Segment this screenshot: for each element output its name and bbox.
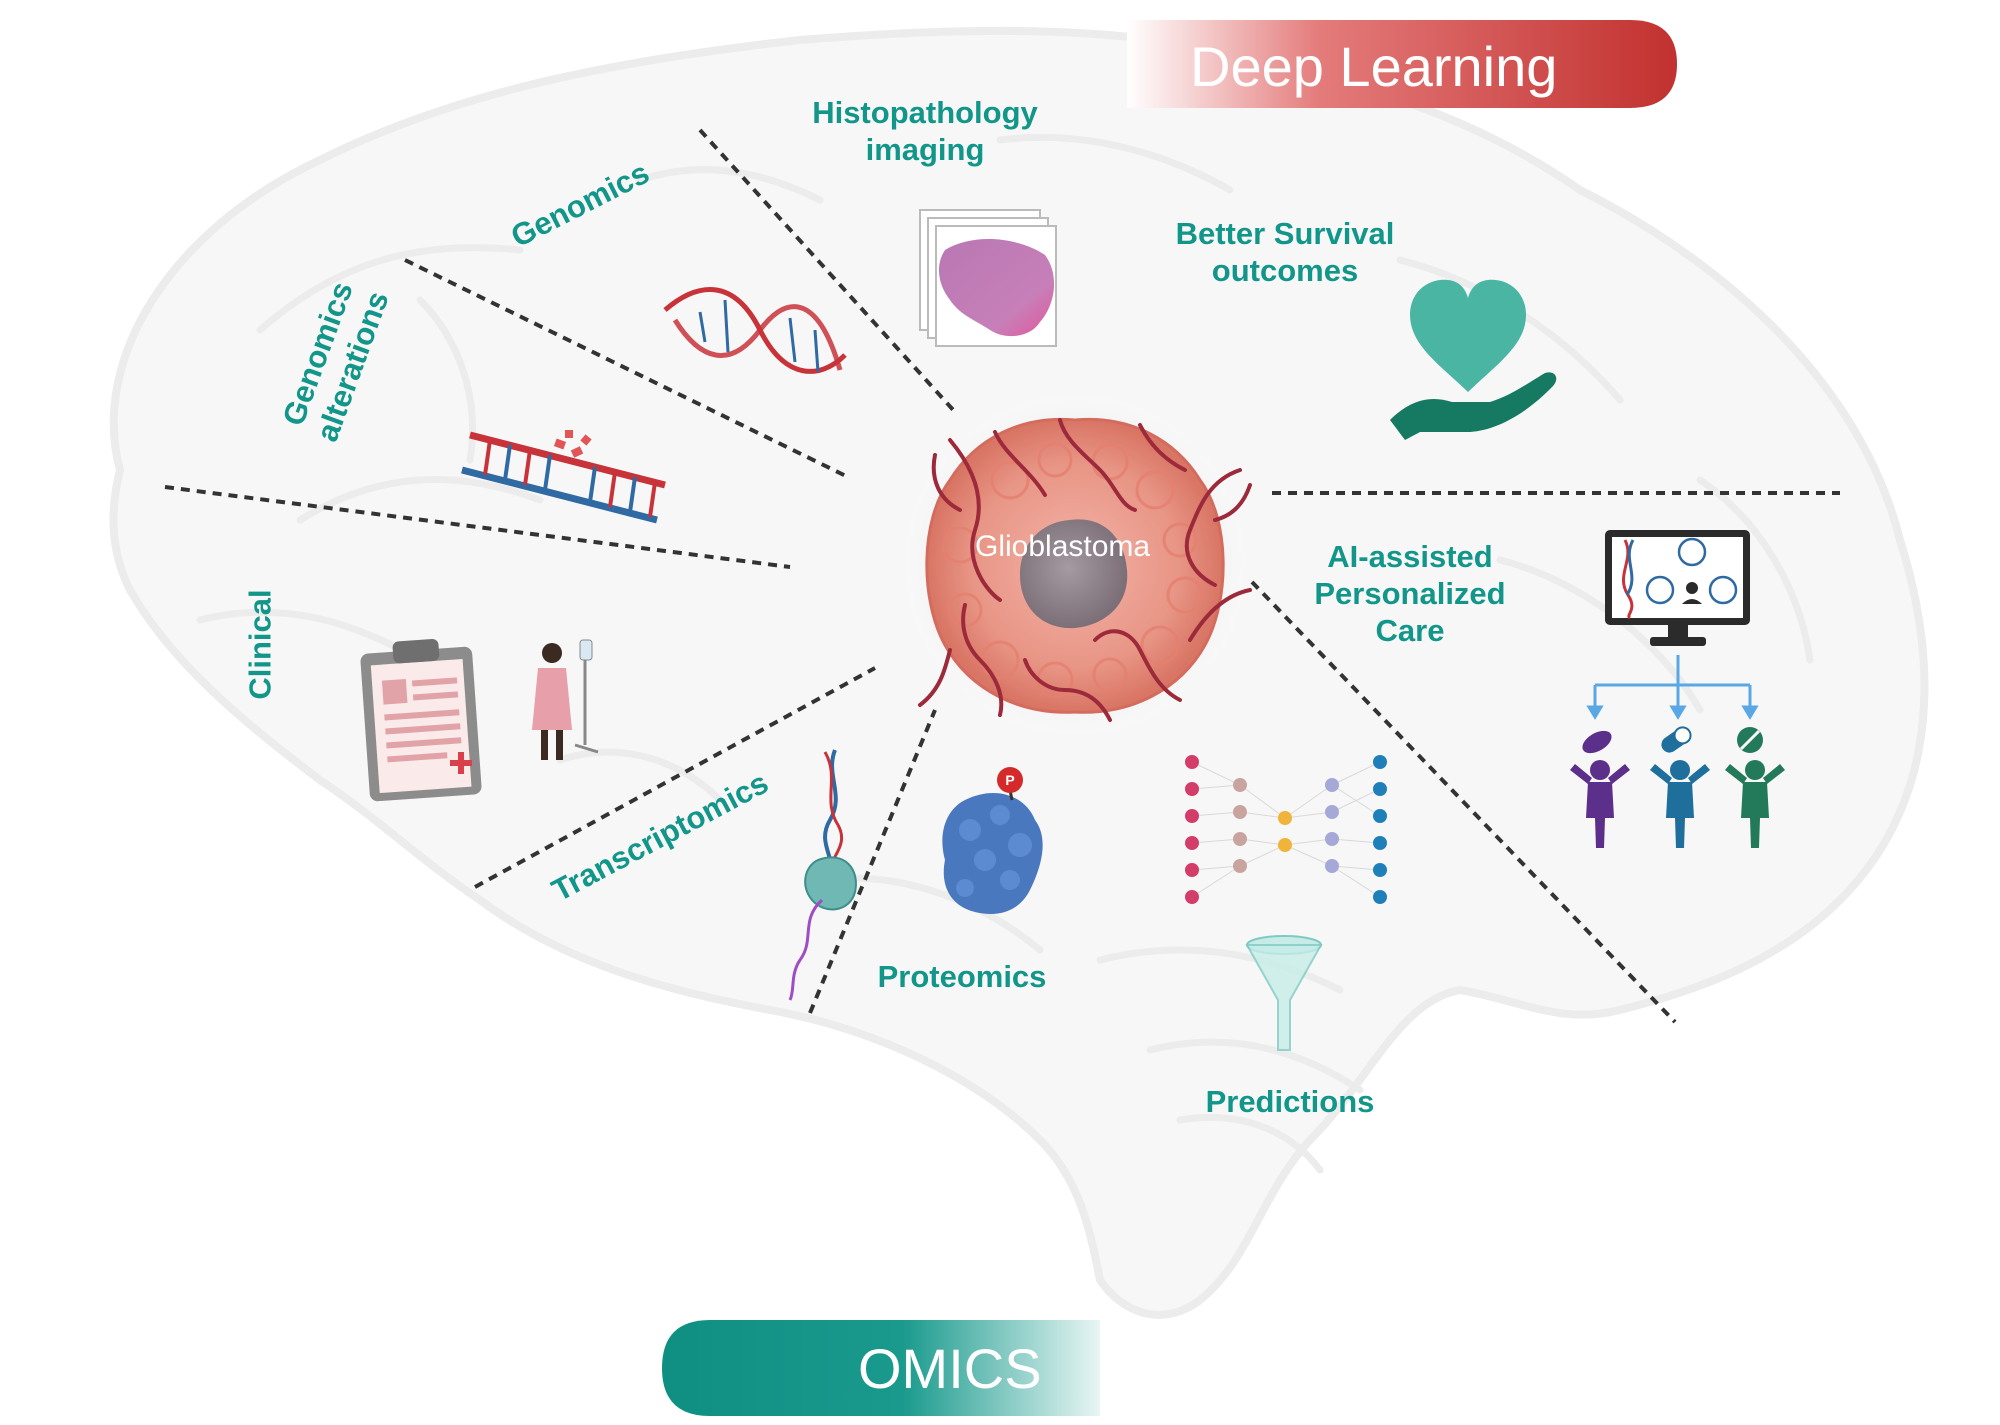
glioblastoma-label: Glioblastoma (975, 530, 1151, 563)
heart-hand-icon (1390, 279, 1557, 440)
histopathology-label: Histopathology imaging (785, 94, 1065, 168)
monitor-icon (1605, 530, 1750, 646)
pill-icon (1582, 726, 1763, 754)
care-line3: Care (1375, 613, 1445, 648)
funnel-icon (1245, 935, 1323, 1051)
survival-line1: Better Survival (1175, 216, 1395, 251)
care-line1: AI-assisted (1327, 539, 1493, 574)
neural-network-icon (1185, 755, 1387, 904)
dna-alteration-icon (461, 430, 666, 524)
deep-learning-title: Deep Learning (1190, 35, 1558, 98)
care-line2: Personalized (1314, 576, 1506, 611)
survival-line2: outcomes (1211, 253, 1359, 288)
clipboard-icon (360, 639, 482, 802)
person-icon (1570, 760, 1785, 848)
predictions-label: Predictions (1205, 1084, 1375, 1119)
rna-polymerase-icon (788, 749, 857, 1001)
omics-banner (662, 1320, 1100, 1416)
divider-lines-left (164, 128, 1840, 1024)
omics-title: OMICS (858, 1337, 1042, 1400)
histopathology-line1: Histopathology (812, 95, 1038, 130)
histology-slide-icon (919, 209, 1057, 347)
phospho-badge: P (1005, 772, 1015, 788)
histopathology-line2: imaging (865, 132, 985, 167)
survival-label: Better Survival outcomes (1145, 215, 1425, 289)
proteomics-label: Proteomics (877, 959, 1047, 994)
clinical-label: Clinical (242, 589, 278, 700)
glioblastoma-tumor (900, 390, 1252, 740)
personalized-care-label: AI-assisted Personalized Care (1290, 538, 1530, 649)
branch-arrows (1586, 655, 1759, 720)
deep-learning-banner (1127, 20, 1677, 108)
protein-icon (942, 767, 1043, 914)
dna-helix-icon (663, 287, 847, 374)
patient-icon (532, 639, 599, 760)
